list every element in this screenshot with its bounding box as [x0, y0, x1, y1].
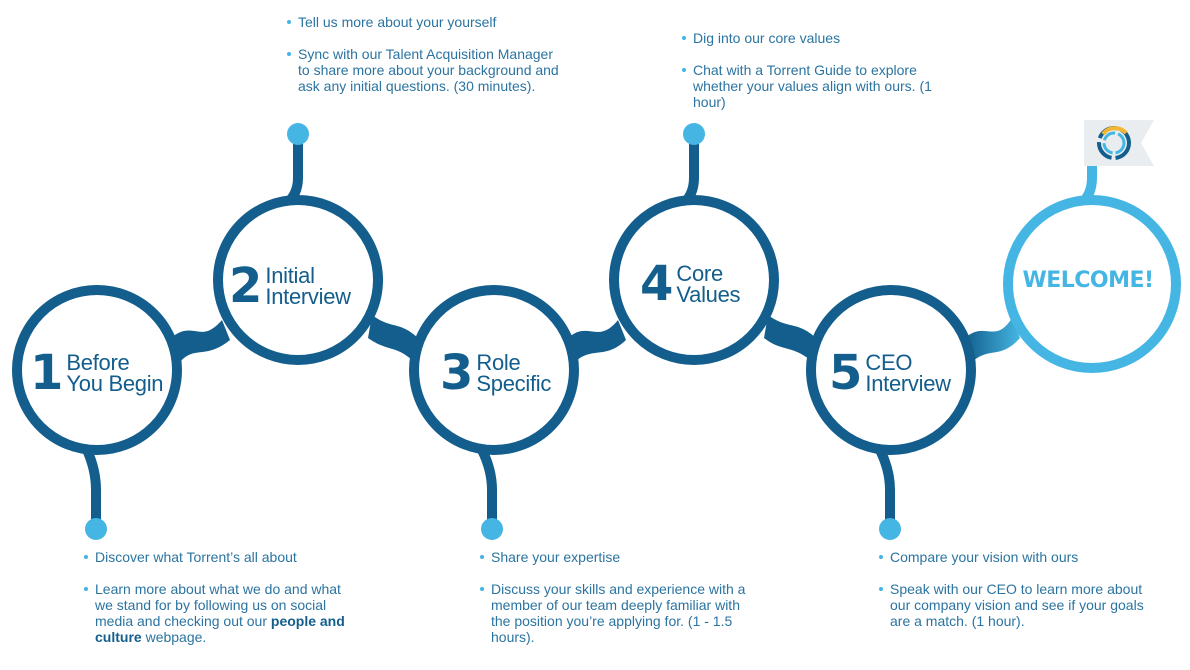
stage-1-note-1: Discover what Torrent’s all about — [84, 549, 349, 565]
welcome-flag — [1084, 120, 1154, 166]
stem-dot-5 — [879, 518, 901, 540]
stem-dots — [85, 123, 901, 540]
stem-5 — [875, 447, 895, 528]
stage-4-note-2: Chat with a Torrent Guide to explore whe… — [682, 62, 952, 110]
stage-1-notes: Discover what Torrent’s all about Learn … — [84, 549, 349, 661]
stage-2-note-1: Tell us more about your yourself — [287, 14, 567, 30]
stage-3-notes: Share your expertise Discuss your skills… — [480, 549, 755, 661]
cycle-logo-icon — [1097, 126, 1131, 160]
bridge-5-welcome — [965, 318, 1020, 362]
stage-2-title-line1: Initial — [265, 263, 315, 288]
stem-1 — [82, 447, 101, 528]
stage-2-note-2: Sync with our Talent Acquisition Manager… — [287, 46, 567, 94]
stage-circle-5 — [806, 285, 976, 455]
stage-1-number: 1 — [30, 345, 63, 401]
people-and-culture-link[interactable]: people and culture — [95, 613, 345, 645]
stem-3 — [477, 447, 497, 528]
stage-5-label: 5 CEO Interview — [829, 349, 951, 397]
bridge-3-4 — [568, 320, 626, 362]
welcome-circle — [1003, 195, 1181, 373]
bridge-1-2 — [172, 320, 230, 362]
stem-dot-1 — [85, 518, 107, 540]
connector-bridges — [172, 315, 1020, 362]
stage-1-note-2-end: webpage. — [141, 629, 207, 645]
welcome-label: WELCOME! — [1022, 268, 1154, 293]
stage-4-notes: Dig into our core values Chat with a Tor… — [682, 30, 952, 126]
stage-1-title-line2: You Begin — [66, 371, 164, 396]
stage-2-notes: Tell us more about your yourself Sync wi… — [287, 14, 567, 110]
stage-3-label: 3 Role Specific — [440, 349, 551, 397]
stage-2-label: 2 Initial Interview — [229, 262, 351, 310]
stage-5-note-2: Speak with our CEO to learn more about o… — [879, 581, 1149, 629]
stage-4-note-1: Dig into our core values — [682, 30, 952, 46]
stage-5-title-line1: CEO — [865, 350, 913, 375]
stem-dot-3 — [481, 518, 503, 540]
stage-circles — [12, 195, 1181, 455]
bridge-2-3 — [368, 315, 420, 360]
stage-1-note-2-text: Learn more about what we do and what we … — [95, 581, 341, 629]
stage-4-number: 4 — [640, 256, 673, 312]
stage-circle-3 — [409, 285, 579, 455]
stage-circle-1 — [12, 285, 182, 455]
stage-5-title-line2: Interview — [865, 371, 951, 396]
stage-3-title-line2: Specific — [476, 371, 552, 396]
stem-dot-2 — [287, 123, 309, 145]
stage-3-number: 3 — [440, 345, 473, 401]
stem-dot-4 — [683, 123, 705, 145]
stage-2-number: 2 — [229, 258, 262, 314]
stage-3-note-1: Share your expertise — [480, 549, 755, 565]
stage-4-title-line1: Core — [676, 261, 723, 286]
stage-1-note-2: Learn more about what we do and what we … — [84, 581, 349, 645]
stage-1-title-line1: Before — [66, 350, 130, 375]
stage-circle-4 — [609, 195, 779, 365]
stage-5-note-1: Compare your vision with ours — [879, 549, 1149, 565]
stage-4-title-line2: Values — [676, 282, 741, 307]
stage-circle-2 — [213, 195, 383, 365]
stage-1-label: 1 Before You Begin — [30, 345, 164, 401]
stage-5-number: 5 — [829, 345, 862, 401]
stage-2-title-line2: Interview — [265, 284, 351, 309]
bridge-4-5 — [764, 315, 818, 360]
stage-5-notes: Compare your vision with ours Speak with… — [879, 549, 1149, 645]
stage-3-note-2: Discuss your skills and experience with … — [480, 581, 755, 645]
stage-3-title-line1: Role — [476, 350, 521, 375]
stage-4-label: 4 Core Values — [640, 256, 741, 312]
